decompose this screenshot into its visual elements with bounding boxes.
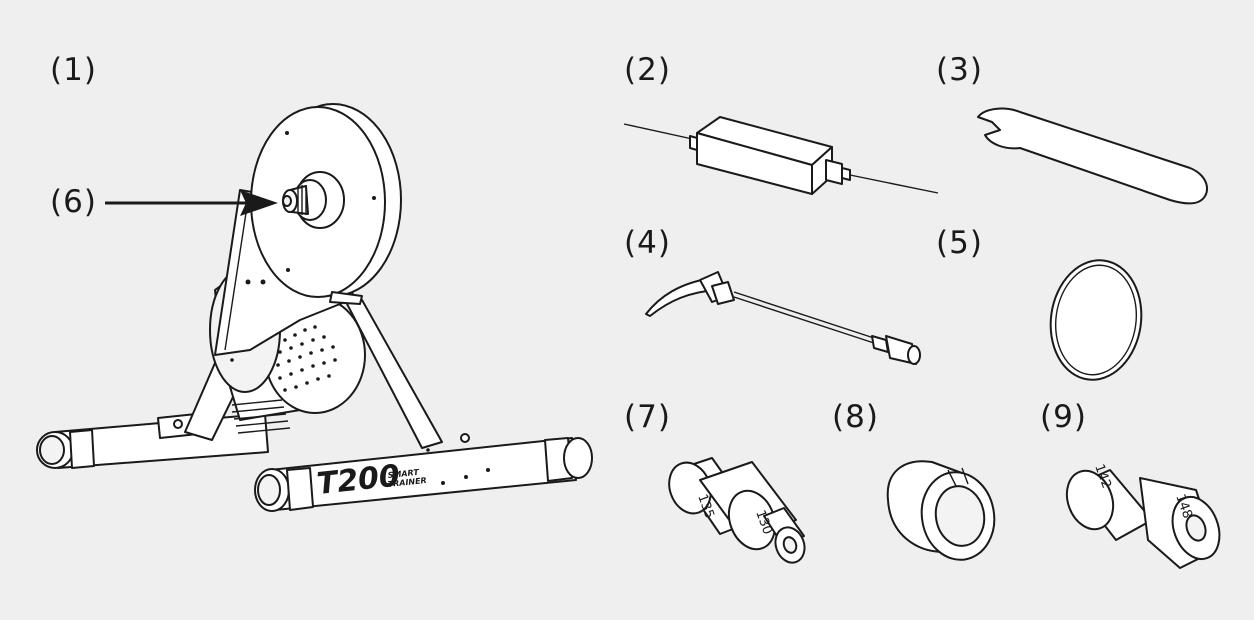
axle-adapter-142-148: 142 148 [1065,462,1221,569]
o-ring [1049,259,1143,381]
freehub-cassette [282,171,345,229]
label-8: (8) [832,399,879,435]
label-2: (2) [624,52,671,88]
logo-sub-smart: SMART [387,468,419,480]
rear-leg-bar [36,413,269,469]
label-1: (1) [50,52,97,88]
hub-spacer [886,460,996,561]
wrench [977,107,1208,205]
upright-edge [224,199,249,351]
power-adapter [623,116,939,195]
label-3: (3) [936,52,983,88]
callout-arrow [105,190,278,216]
label-6: (6) [50,184,97,220]
skewer [645,271,921,365]
label-9: (9) [1040,399,1087,435]
cooling-fins [231,399,291,434]
label-7: (7) [624,399,671,435]
front-leg-bar: T200 SMART TRAINER [254,433,593,512]
axle-adapter-135-130: 135 130 [668,457,806,564]
label-4: (4) [624,225,671,261]
smart-trainer: T200 SMART TRAINER [36,103,593,512]
logo-main: T200 [315,458,401,501]
label-5: (5) [936,225,983,261]
logo-sub-trainer: TRAINER [387,476,427,489]
